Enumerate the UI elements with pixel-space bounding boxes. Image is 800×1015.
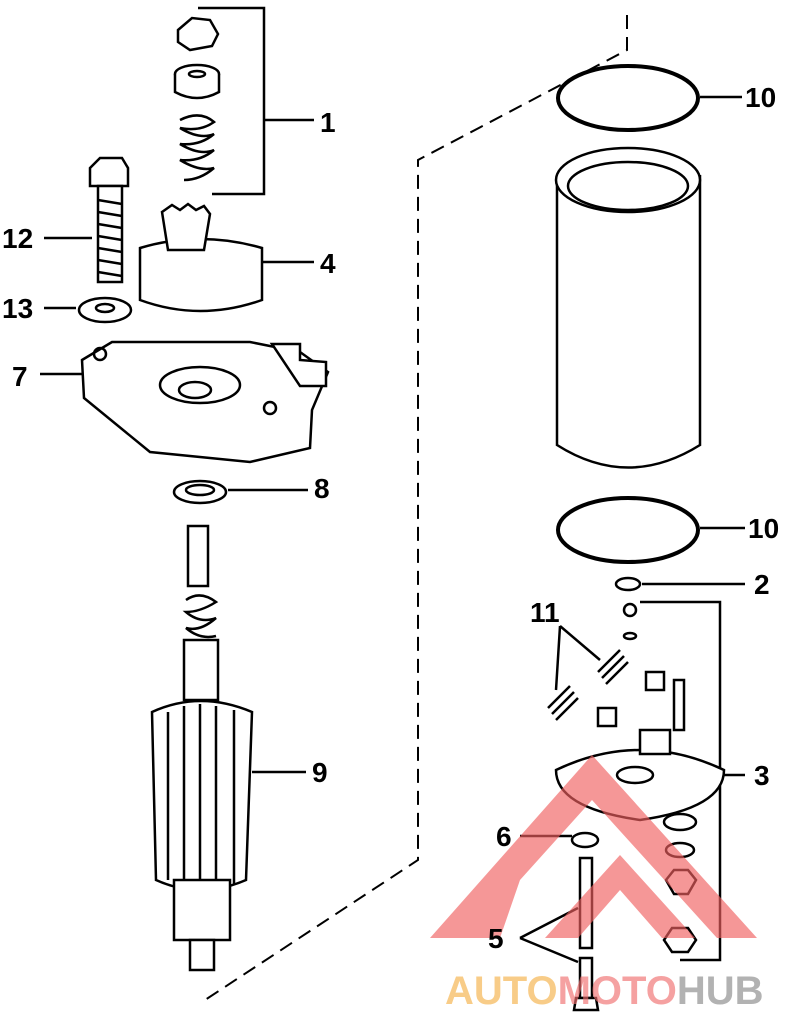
label-part-5: 5 — [488, 923, 504, 954]
part-2-cap — [614, 576, 745, 592]
label-part-9: 9 — [312, 757, 328, 788]
watermark-text: AUTOMOTOHUB — [445, 969, 764, 1013]
watermark-hub: HUB — [677, 969, 764, 1013]
label-part-11: 11 — [530, 597, 560, 628]
watermark-moto: MOTO — [558, 969, 677, 1013]
alignment-dashed-line — [204, 15, 628, 1001]
watermark-auto: AUTO — [445, 969, 558, 1013]
label-part-12: 12 — [2, 223, 33, 254]
label-part-10-top: 10 — [745, 82, 776, 113]
label-part-2: 2 — [754, 569, 770, 600]
part-12-bolt — [44, 156, 130, 284]
motor-housing — [554, 146, 702, 469]
part-11-springs — [547, 625, 629, 721]
automotohub-watermark-logo: AUTOMOTOHUB — [430, 755, 764, 1013]
label-part-6: 6 — [496, 821, 512, 852]
part-7-end-cap — [40, 340, 330, 464]
part-8-washer — [172, 479, 308, 505]
part-1-nut-washer-spring — [173, 6, 314, 196]
part-9-armature — [150, 524, 306, 972]
label-part-3: 3 — [754, 760, 770, 791]
part-10-o-ring-bottom — [556, 496, 745, 564]
label-part-1: 1 — [320, 107, 336, 138]
part-4-drive-pinion — [138, 202, 314, 313]
label-part-8: 8 — [314, 473, 330, 504]
label-part-4: 4 — [320, 248, 336, 279]
part-13-washer — [44, 296, 133, 324]
part-10-o-ring-top — [556, 64, 742, 132]
label-part-10-bottom: 10 — [748, 513, 779, 544]
label-part-13: 13 — [2, 293, 33, 324]
label-part-7: 7 — [12, 361, 28, 392]
